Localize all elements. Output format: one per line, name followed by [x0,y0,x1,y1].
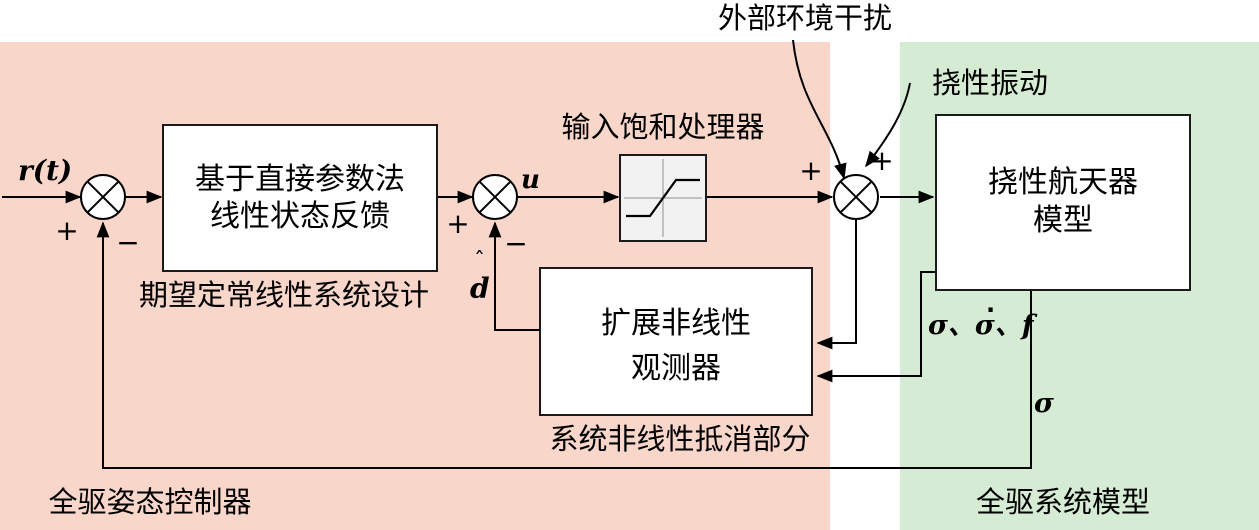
sum1-minus-sign: − [116,226,139,259]
sum3-plus-sign: + [799,154,822,187]
spacecraft-model-block: 挠性航天器 模型 [935,114,1191,291]
spacecraft-line-2: 模型 [1033,203,1093,238]
sum1-plus-sign: + [55,214,78,247]
sum3-disturbance-plus-sign: + [870,144,893,177]
external-disturbance-wire [792,39,847,180]
eso-block: 扩展非线性 观测器 [539,267,813,416]
sigma-feedback-label: σ [1034,388,1054,419]
reference-signal-label: r(t) [18,154,72,187]
summing-junction-2 [472,174,518,220]
flexible-vibration-wire [865,82,911,168]
eso-line-2: 观测器 [631,351,721,386]
plant-region-label: 全驱系统模型 [976,485,1150,519]
control-signal-label: u [521,165,540,195]
dot-accent-icon: · [986,296,995,324]
state-signals-label: σ、σ、f [928,310,1038,341]
saturation-block [619,154,707,242]
summing-junction-1 [80,174,126,220]
summing-junction-3 [833,174,879,220]
saturation-curve-icon [626,178,700,218]
sum2-plus-sign: + [446,207,469,240]
linear-feedback-block: 基于直接参数法 线性状态反馈 [162,124,438,272]
external-disturbance-label: 外部环境干扰 [718,1,892,35]
eso-line-1: 扩展非线性 [601,306,751,341]
controller-region-label: 全驱姿态控制器 [48,485,251,519]
disturbance-estimate-label: d [470,272,490,305]
linear-feedback-line-2: 线性状态反馈 [210,199,390,234]
spacecraft-line-1: 挠性航天器 [988,165,1138,200]
hat-accent-icon: ˆ [474,249,485,274]
flexible-vibration-label: 挠性振动 [932,66,1048,100]
states-to-eso-wire [816,271,936,383]
eso-caption: 系统非线性抵消部分 [549,422,810,456]
linear-feedback-caption: 期望定常线性系统设计 [139,278,429,312]
linear-feedback-line-1: 基于直接参数法 [195,162,405,197]
sigma-feedback-wire [96,221,1032,469]
saturation-caption: 输入饱和处理器 [561,110,764,144]
d-hat-wire [488,221,540,331]
sum-to-eso-wire [816,220,857,350]
sum2-minus-sign: − [504,227,527,260]
